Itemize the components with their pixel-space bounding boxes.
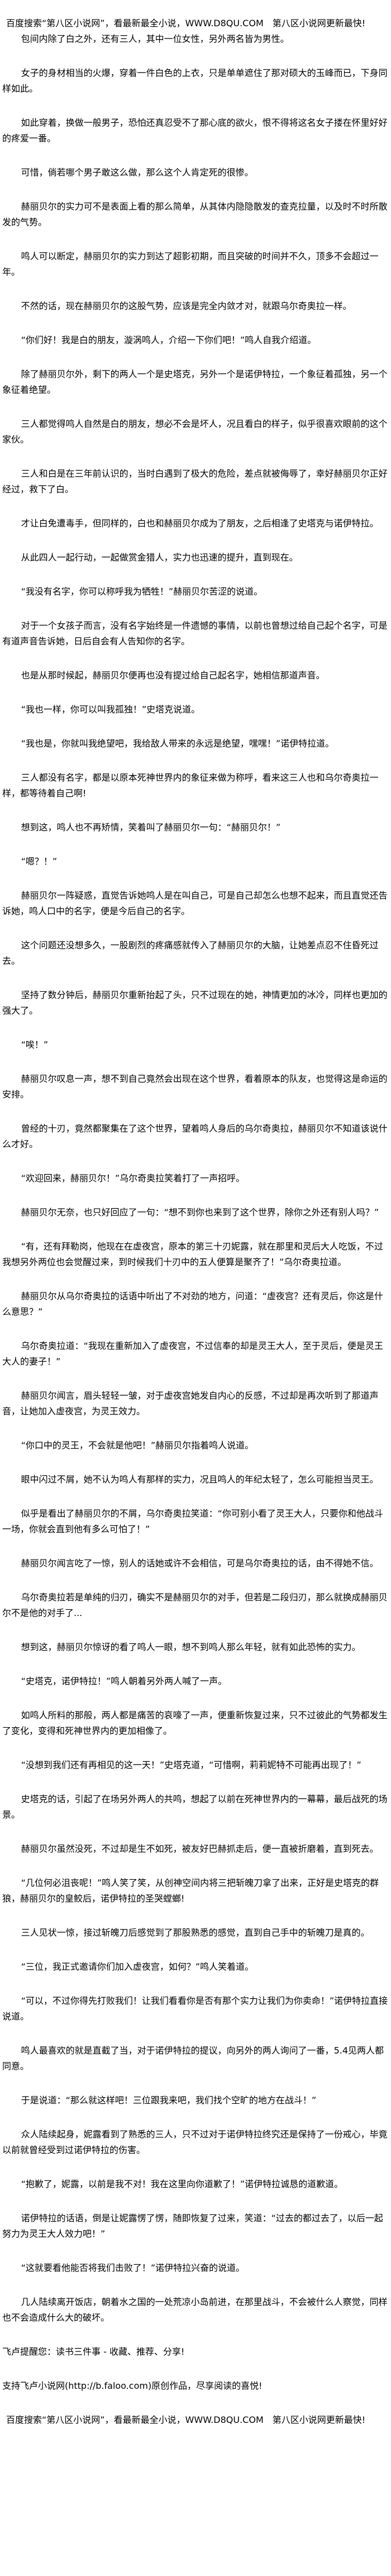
- story-paragraph: 赫丽贝尔叹息一声，想不到自己竟然会出现在这个世界，看着原本的队友，也觉得这是命运…: [2, 1073, 388, 1100]
- story-paragraph: “嗯？！”: [21, 856, 58, 867]
- story-paragraph: 想到这，鸣人也不再矫情，笑着叫了赫丽贝尔一句：“赫丽贝尔！”: [21, 822, 281, 833]
- header-banner: 百度搜索“第八区小说网”，看最新最全小说，WWW.D8QU.COM 第八区小说网…: [6, 18, 366, 28]
- story-paragraph: 赫丽贝尔虽然没死，不过却是生不如死，被友好巴赫抓走后，便一直被折磨着，直到死去。: [21, 1843, 379, 1854]
- story-paragraph: “我也是，你就叫我绝望吧，我给敌人带来的永远是绝望，嘿嘿！”诺伊特拉道。: [21, 738, 335, 749]
- story-paragraph: 女子的身材相当的火爆，穿着一件白色的上衣，只是单单遮住了那对硕大的玉峰而已，下身…: [2, 68, 388, 94]
- footer-reminder: 飞卢提醒您：读书三件事 - 收藏、推荐、分享!: [2, 2346, 185, 2357]
- story-paragraph: 也是从那时候起，赫丽贝尔便再也没有提过给自己起名字，她相信那道声音。: [21, 670, 325, 681]
- story-paragraph: “史塔克，诺伊特拉！”鸣人朝着另外两人喊了一声。: [21, 1676, 227, 1686]
- story-paragraph: “你们好！我是白的朋友，漩涡鸣人，介绍一下你们吧！”鸣人自我介绍道。: [21, 335, 317, 345]
- story-paragraph: 赫丽贝尔的实力可不是表面上看的那么简单，从其体内隐隐散发的查克拉量，以及时不时所…: [2, 201, 388, 227]
- story-paragraph: 眼中闪过不屑，她不认为鸣人有那样的实力，况且鸣人的年纪太轻了，怎么可能担当灵王。: [21, 1474, 379, 1485]
- story-paragraph: 似乎是看出了赫丽贝尔的不屑，乌尔奇奥拉笑道：“你可别小看了灵王大人，只要你和他战…: [2, 1508, 383, 1534]
- story-paragraph: 不然的话，现在赫丽贝尔的这股气势，应该是完全内敛才对，就跟乌尔奇奥拉一样。: [21, 301, 352, 311]
- story-paragraph: 三人都没有名字，都是以原本死神世界内的象征来做为称呼，看来这三人也和乌尔奇奥拉一…: [2, 772, 379, 799]
- footer-banner: 百度搜索“第八区小说网”，看最新最全小说，WWW.D8QU.COM 第八区小说网…: [6, 2415, 366, 2425]
- story-paragraph: “欢迎回来，赫丽贝尔！”乌尔奇奥拉笑着打了一声招呼。: [21, 1173, 245, 1184]
- story-paragraph: “没想到我们还有再相见的这一天！”史塔克道，“可惜啊，莉莉妮特不可能再出现了！”: [21, 1760, 361, 1770]
- story-paragraph: 除了赫丽贝尔外，剩下的两人一个是史塔克，另外一个是诺伊特拉，一个象征着孤独，另一…: [2, 369, 388, 395]
- story-paragraph: 如鸣人所料的那般，两人都是痛苦的哀嚎了一声，便重新恢复过来，只不过彼此的气势都发…: [2, 1710, 388, 1736]
- story-paragraph: 才让白免遭毒手，但同样的，白也和赫丽贝尔成为了朋友，之后相逢了史塔克与诺伊特拉。: [21, 518, 379, 529]
- story-paragraph: 赫丽贝尔从乌尔奇奥拉的话语中听出了不对劲的地方，问道：“虚夜宫？还有灵后，你这是…: [2, 1291, 383, 1317]
- story-paragraph: “有，还有拜勒岗，他现在在虚夜宫，原本的第三十刃妮露，就在那里和灵后大人吃饭，不…: [2, 1241, 383, 1267]
- story-paragraph: 鸣人可以断定，赫丽贝尔的实力到达了超影初期，而且突破的时间并不久，顶多不会超过一…: [2, 251, 379, 277]
- story-paragraph: 乌尔奇奥拉若是单纯的归刃，确实不是赫丽贝尔的对手，但若是二段归刃，那么就换成赫丽…: [2, 1592, 388, 1618]
- story-paragraph: “我也一样，你可以叫我孤独！”史塔克说道。: [21, 704, 201, 715]
- story-paragraph: “抱歉了，妮露，以前是我不对！我在这里向你道歉了！”诺伊特拉诚恳的道歉道。: [21, 2179, 344, 2189]
- story-paragraph: 曾经的十刃，竟然都聚集在了这个世界，望着鸣人身后的乌尔奇奥拉，赫丽贝尔不知道该说…: [2, 1123, 388, 1149]
- story-paragraph: 赫丽贝尔闻言，眉头轻轻一皱，对于虚夜宫她发自内心的反感，不过却是再次听到了那道声…: [2, 1390, 379, 1417]
- story-paragraph: 众人陆续起身，妮露看到了熟悉的三人，只不过对于诺伊特拉终究还是保持了一份戒心，毕…: [2, 2129, 388, 2155]
- story-paragraph: 几人陆续离开饭店，朝着水之国的一处荒凉小岛前进，在那里战斗，不会被什么人察觉，同…: [2, 2297, 388, 2323]
- footer-support-link[interactable]: 支持飞卢小说网(http://b.faloo.com)原创作品，尽享阅读的喜悦!: [2, 2380, 263, 2391]
- story-paragraph: 赫丽贝尔闻言吃了一惊，别人的话她或许不会相信，可是乌尔奇奥拉的话，由不得她不信。: [21, 1558, 379, 1569]
- story-paragraph: 三人见状一惊，接过斩魄刀后感觉到了那股熟悉的感觉，直到自己手中的斩魄刀是真的。: [21, 1927, 370, 1938]
- story-paragraph: “你口中的灵王，不会就是他吧！”赫丽贝尔指着鸣人说道。: [21, 1440, 254, 1451]
- story-paragraph: 包间内除了白之外，还有三人，其中一位女性，另外两名皆为男性。: [21, 34, 289, 44]
- story-paragraph: 鸣人最喜欢的就是直截了当，对于诺伊特拉的提议，向另外的两人询问了一番，5.4见两…: [2, 2045, 384, 2071]
- story-paragraph: “可以，不过你得先打败我们！让我们看看你是否有那个实力让我们为你卖命！”诺伊特拉…: [2, 1995, 388, 2022]
- story-paragraph: 这个问题还没想多久，一股剧烈的疼痛感就传入了赫丽贝尔的大脑，让她差点忍不住昏死过…: [2, 940, 379, 966]
- story-paragraph: 三人和白是在三年前认识的，当时白遇到了极大的危险，差点就被侮辱了，幸好赫丽贝尔正…: [2, 468, 388, 495]
- story-paragraph: “唉！”: [21, 1039, 49, 1050]
- story-paragraph: 赫丽贝尔无奈，也只好回应了一句：“想不到你也来到了这个世界，除你之外还有别人吗？…: [21, 1207, 379, 1218]
- story-paragraph: “这就要看他能否将我们击败了！”诺伊特拉兴奋的说道。: [21, 2263, 245, 2273]
- story-paragraph: 可惜，倘若哪个男子敢这么做，那么这个人肯定死的很惨。: [21, 167, 254, 178]
- story-paragraph: 史塔克的话，引起了在场另外两人的共鸣，想起了以前在死神世界内的一幕幕，最后战死的…: [2, 1794, 388, 1820]
- story-paragraph: 如此穿着，换做一般男子，恐怕还真忍受不了那心底的欲火，恨不得将这名女子搂在怀里好…: [2, 117, 388, 144]
- story-paragraph: “我没有名字，你可以称呼我为牺牲！”赫丽贝尔苦涩的说道。: [21, 586, 263, 597]
- story-paragraph: 从此四人一起行动，一起做赏金猎人，实力也迅速的提升，直到现在。: [21, 552, 298, 563]
- chapter-body: 包间内除了白之外，还有三人，其中一位女性，另外两名皆为男性。女子的身材相当的火爆…: [2, 31, 389, 2326]
- chapter-page: 百度搜索“第八区小说网”，看最新最全小说，WWW.D8QU.COM 第八区小说网…: [2, 18, 389, 2425]
- story-paragraph: 赫丽贝尔一阵疑惑，直觉告诉她鸣人是在叫自己，可是自己却怎么也想不起来，而且直觉还…: [2, 890, 388, 916]
- story-paragraph: 乌尔奇奥拉道：“我现在重新加入了虚夜宫，不过信奉的却是灵王大人，至于灵后，便是灵…: [2, 1341, 383, 1367]
- story-paragraph: 对于一个女孩子而言，没有名字始终是一件遗憾的事情，以前也曾想过给自己起个名字，可…: [2, 620, 388, 647]
- story-paragraph: “三位，我正式邀请你们加入虚夜宫，如何？”鸣人笑着道。: [21, 1961, 254, 1972]
- story-paragraph: 想到这，赫丽贝尔惊讶的看了鸣人一眼，想不到鸣人那么年轻，就有如此恐怖的实力。: [21, 1642, 361, 1652]
- story-paragraph: “几位何必沮丧呢！”鸣人笑了笑，从创神空间内将三把斩魄刀拿了出来，正好是史塔克的…: [2, 1878, 379, 1904]
- story-paragraph: 坚持了数分钟后，赫丽贝尔重新抬起了头，只不过现在的她，神情更加的冰冷，同样也更加…: [2, 990, 388, 1016]
- story-paragraph: 于是说道：“那么就这样吧！三位跟我来吧，我们找个空旷的地方在战斗！”: [21, 2095, 317, 2106]
- story-paragraph: 三人都觉得鸣人自然是白的朋友，想必不会是坏人，况且看白的样子，似乎很喜欢眼前的这…: [2, 419, 388, 445]
- story-paragraph: 诺伊特拉的话语，倒是让妮露愣了愣，随即恢复了过来，笑道：“过去的都过去了，以后一…: [2, 2213, 383, 2239]
